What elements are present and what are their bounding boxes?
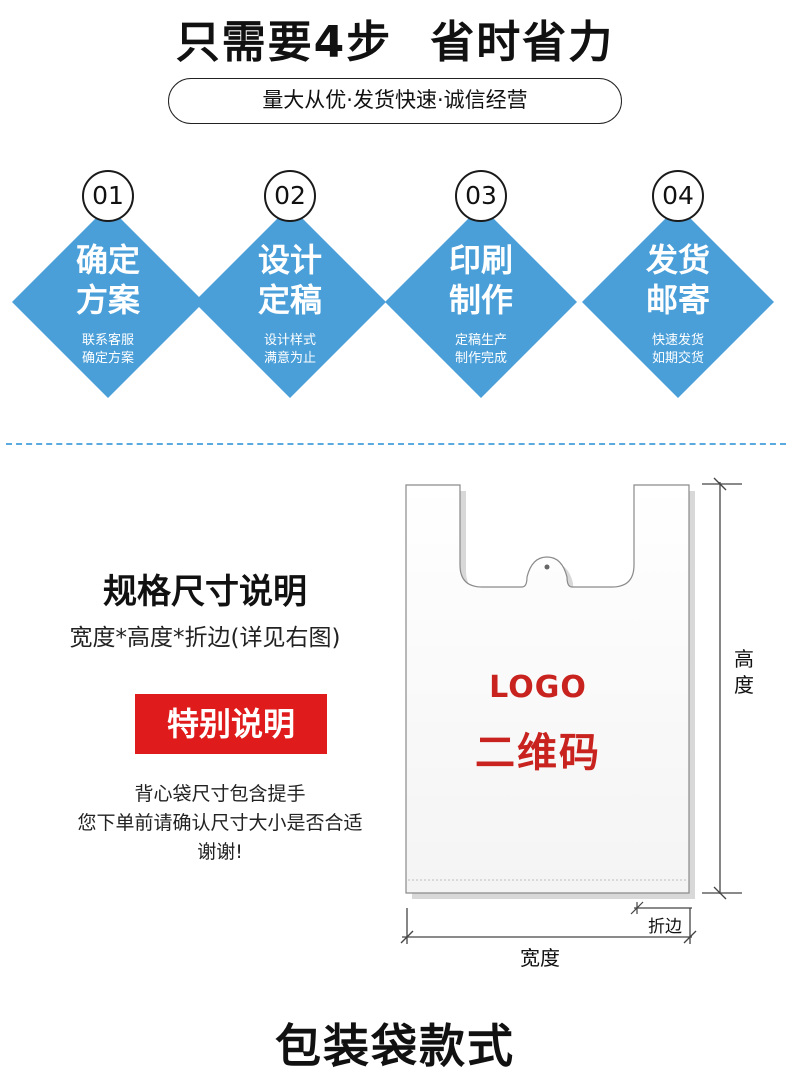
bag-styles-title: 包装袋款式: [275, 1019, 515, 1070]
step-title: 确定方案: [75, 241, 140, 319]
step-subtitle: 联系客服确定方案: [81, 333, 134, 366]
step-number: 03: [455, 170, 507, 222]
step-number: 01: [82, 170, 134, 222]
qr-code-placeholder: 二维码: [475, 730, 601, 776]
fold-label: 折边: [648, 917, 682, 937]
logo-placeholder: LOGO: [489, 670, 587, 705]
tagline-pill: 量大从优·发货快速·诚信经营: [168, 78, 622, 124]
headline: 只需要4步省时省力: [0, 6, 790, 70]
spec-title: 规格尺寸说明: [103, 572, 307, 612]
step-subtitle: 定稿生产制作完成: [454, 333, 507, 366]
step-subtitle: 快速发货如期交货: [651, 333, 704, 366]
width-label: 宽度: [520, 946, 560, 970]
headline-part2: 省时省力: [430, 17, 615, 68]
step-3: 03 印刷制作 定稿生产制作完成: [381, 160, 581, 410]
tagline: 量大从优·发货快速·诚信经营: [262, 88, 528, 112]
headline-part1: 只需要4步: [175, 17, 393, 68]
special-note-badge: 特别说明: [135, 694, 327, 754]
note-line: 您下单前请确认尺寸大小是否合适: [77, 812, 363, 834]
step-title: 印刷制作: [448, 241, 513, 319]
bag-size-diagram: LOGO 二维码 高度 折边 宽度: [390, 470, 790, 990]
step-diamond: [12, 206, 204, 398]
bag-outline: [400, 477, 742, 944]
height-label: 高度: [734, 647, 754, 697]
process-steps: 01 确定方案 联系客服确定方案 02 设计定稿 设计样式满意为止 03 印刷制…: [0, 160, 790, 410]
step-1: 01 确定方案 联系客服确定方案: [8, 160, 208, 410]
step-number: 02: [264, 170, 316, 222]
step-diamond: [194, 206, 386, 398]
step-diamond: [582, 206, 774, 398]
step-title: 设计定稿: [257, 241, 322, 319]
step-4: 04 发货邮寄 快速发货如期交货: [578, 160, 778, 410]
step-number: 04: [652, 170, 704, 222]
spec-subtitle: 宽度*高度*折边(详见右图): [69, 625, 341, 651]
step-2: 02 设计定稿 设计样式满意为止: [190, 160, 390, 410]
dashed-divider: [6, 443, 786, 445]
note-line: 背心袋尺寸包含提手: [134, 783, 306, 805]
note-line: 谢谢!: [197, 841, 243, 863]
step-title: 发货邮寄: [645, 241, 710, 319]
step-diamond: [385, 206, 577, 398]
step-subtitle: 设计样式满意为止: [263, 333, 316, 366]
